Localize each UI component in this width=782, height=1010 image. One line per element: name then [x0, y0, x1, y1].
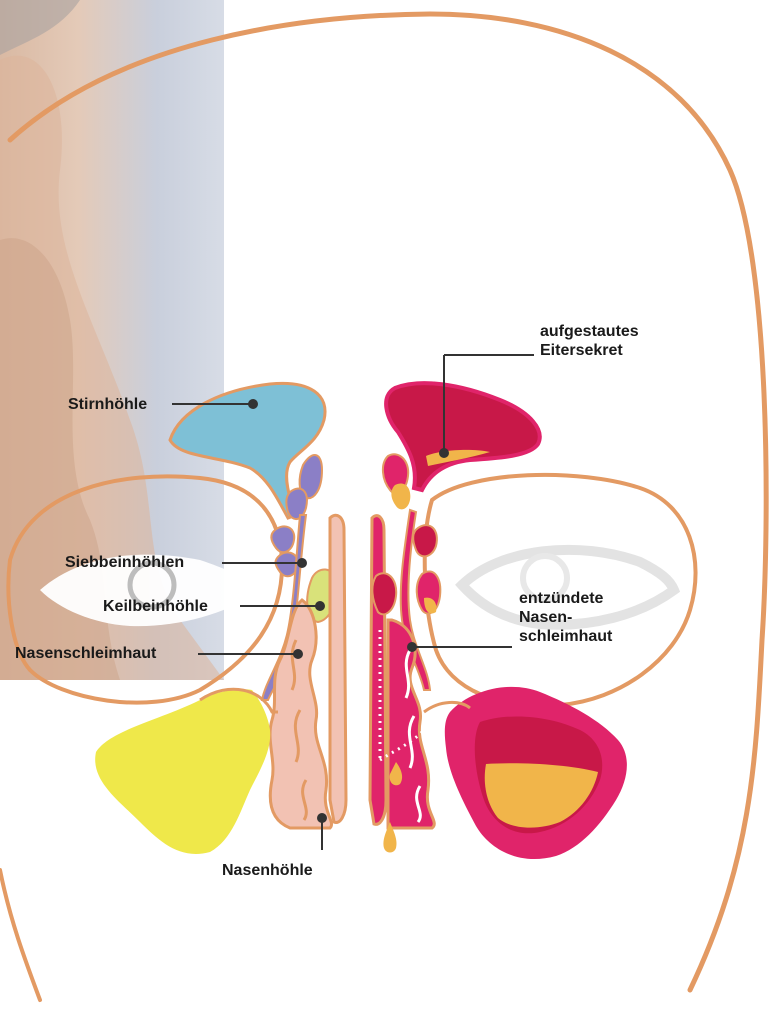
- label-nasenhoehle: Nasenhöhle: [222, 861, 313, 880]
- left-nasal-tissue: [270, 600, 331, 828]
- label-stirnhoehle: Stirnhöhle: [68, 395, 147, 414]
- label-eitersekret-line1: aufgestautes: [540, 322, 639, 341]
- label-entzuendete-line1: entzündete: [519, 589, 612, 608]
- right-nasal-septum-mucosa: [370, 516, 386, 825]
- label-eitersekret: aufgestautes Eitersekret: [540, 322, 639, 360]
- label-entzuendete-schleimhaut: entzündete Nasen- schleimhaut: [519, 589, 612, 646]
- label-siebbeinhoehlen: Siebbeinhöhlen: [65, 553, 184, 572]
- nasal-septum: [330, 515, 346, 822]
- left-maxillary-sinus: [95, 689, 270, 854]
- label-entzuendete-line2: Nasen-: [519, 608, 612, 627]
- right-sphenoid-inflamed: [372, 573, 396, 614]
- head-outline-left: [0, 870, 40, 1000]
- label-entzuendete-line3: schleimhaut: [519, 627, 612, 646]
- label-keilbeinhoehle: Keilbeinhöhle: [103, 597, 208, 616]
- label-eitersekret-line2: Eitersekret: [540, 341, 639, 360]
- label-nasenschleimhaut: Nasenschleimhaut: [15, 644, 156, 663]
